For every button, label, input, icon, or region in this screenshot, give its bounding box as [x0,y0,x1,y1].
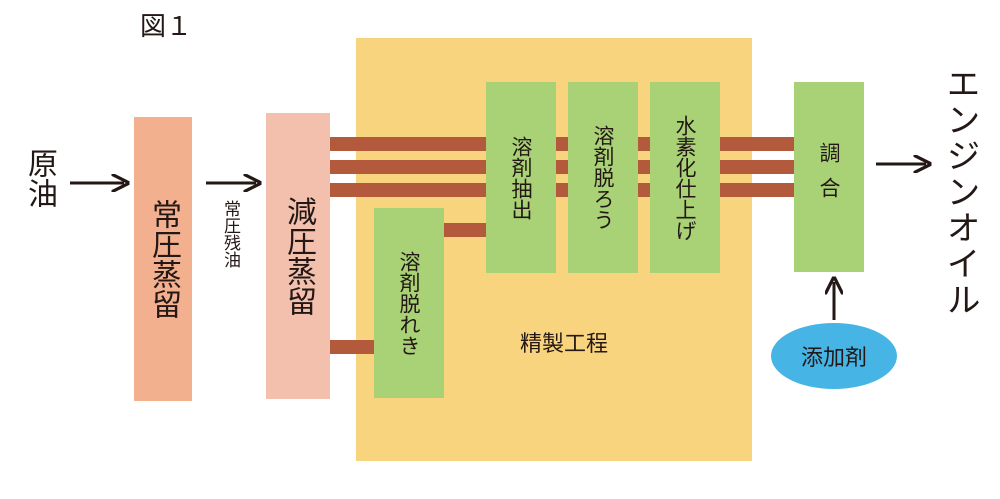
engine-oil-label: エンジンオイル [940,66,980,318]
vacuum-distillation-label: 減圧蒸留 [281,196,316,316]
pipe-hydro-to-blend-1 [720,137,794,151]
blending-box: 調合 [794,82,864,272]
additive-label: 添加剤 [800,346,867,371]
solvent-extraction-label: 溶剤抽出 [509,135,533,220]
pipe-vacuum-to-extraction-2 [330,160,486,174]
pipe-extraction-to-dewaxing-2 [556,160,568,174]
hydrofinishing-label: 水素化仕上げ [673,114,697,241]
pipe-dewaxing-to-hydro-2 [638,160,650,174]
atmospheric-residue-label: 常圧残油 [220,200,240,268]
pipe-dewaxing-to-hydro-3 [638,183,650,197]
refining-process-label: 精製工程 [520,332,609,357]
solvent-dewaxing-label: 溶剤脱ろう [591,125,615,230]
vacuum-distillation-box: 減圧蒸留 [266,113,330,399]
solvent-deasphalting-box: 溶剤脱れき [374,208,444,398]
solvent-deasphalting-label: 溶剤脱れき [397,250,421,356]
pipe-vacuum-to-extraction-1 [330,137,486,151]
atmospheric-distillation-box: 常圧蒸留 [134,117,192,401]
pipe-dewaxing-to-hydro-1 [638,137,650,151]
pipe-vacuum-to-extraction-3 [330,183,486,197]
solvent-extraction-box: 溶剤抽出 [486,82,556,273]
blending-label: 調合 [817,142,841,212]
pipe-extraction-to-dewaxing-1 [556,137,568,151]
pipe-extraction-to-dewaxing-3 [556,183,568,197]
pipe-vacuum-to-deasphalting [330,340,374,354]
atmospheric-distillation-label: 常圧蒸留 [146,199,181,319]
pipes [330,137,794,354]
crude-oil-label: 原油 [22,148,57,208]
pipe-hydro-to-blend-2 [720,160,794,174]
pipe-hydro-to-blend-3 [720,183,794,197]
figure-label: 図１ [140,12,193,42]
additive-ellipse: 添加剤 [771,323,897,389]
hydrofinishing-box: 水素化仕上げ [650,82,720,273]
pipe-deasphalting-to-extraction [444,223,486,237]
solvent-dewaxing-box: 溶剤脱ろう [568,82,638,273]
arrows [70,164,926,320]
